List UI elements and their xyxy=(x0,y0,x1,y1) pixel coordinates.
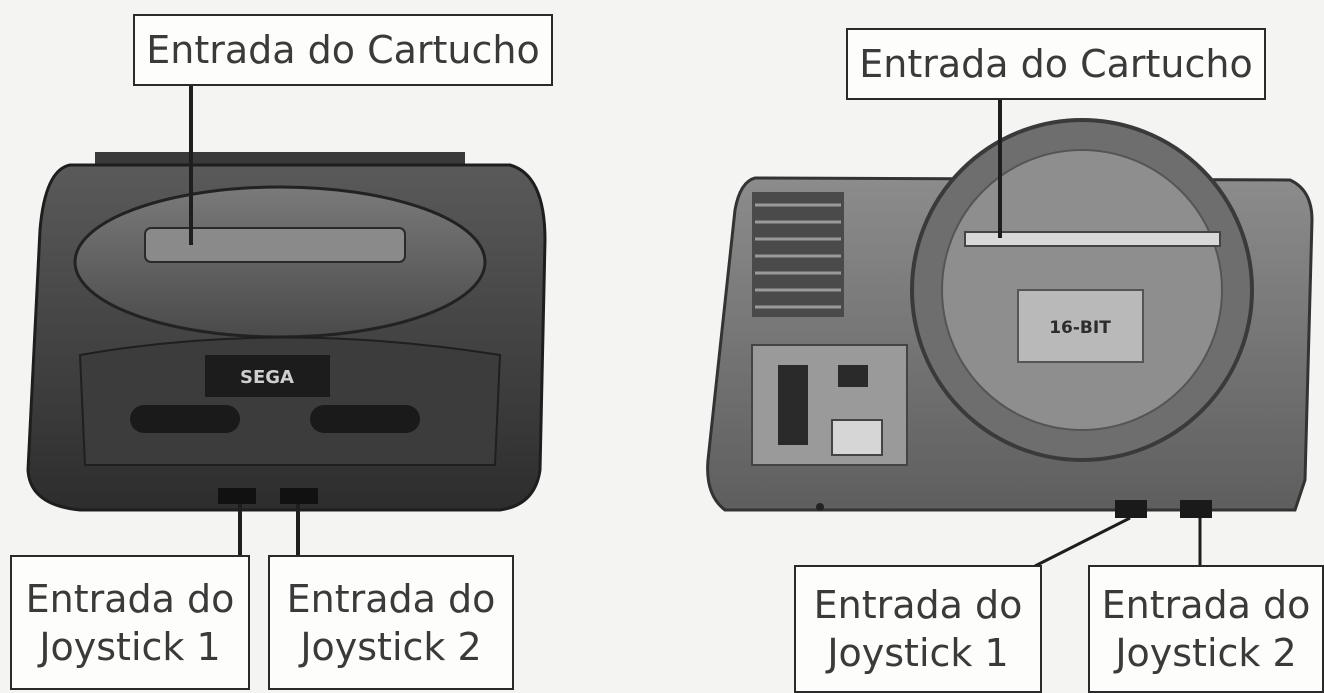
left-cartridge-label-text: Entrada do Cartucho xyxy=(146,28,540,72)
left-sega-logo: SEGA xyxy=(240,367,294,388)
right-console: 16-BIT xyxy=(706,100,1314,568)
left-console-front-panel xyxy=(78,336,502,466)
left-joystick1-line1: Entrada do xyxy=(25,576,235,621)
left-joystick2-line2: Joystick 2 xyxy=(300,624,482,669)
right-joystick2-line1: Entrada do xyxy=(1101,583,1311,627)
left-cartridge-label: Entrada do Cartucho xyxy=(133,14,553,86)
right-joystick1-line1: Entrada do xyxy=(813,583,1023,627)
left-joystick2-line1: Entrada do xyxy=(286,576,496,621)
right-cartridge-label: Entrada do Cartucho xyxy=(846,28,1266,100)
right-port-2 xyxy=(1180,500,1212,518)
right-power-switch xyxy=(778,365,808,445)
right-port-1 xyxy=(1115,500,1147,518)
left-joystick2-label: Entrada do Joystick 2 xyxy=(268,555,514,690)
left-port-2 xyxy=(280,488,318,504)
right-volume-slider xyxy=(838,365,868,387)
right-cartridge-label-text: Entrada do Cartucho xyxy=(859,42,1253,86)
right-joystick2-label: Entrada do Joystick 2 xyxy=(1088,565,1324,693)
right-badge-plate xyxy=(1017,289,1144,363)
right-joystick1-label: Entrada do Joystick 1 xyxy=(794,565,1042,693)
right-16bit-badge: 16-BIT xyxy=(1049,318,1111,338)
right-headphone-jack xyxy=(816,503,824,511)
right-joystick1-line2: Joystick 1 xyxy=(827,631,1009,675)
left-port-1 xyxy=(218,488,256,504)
right-cartridge-slot xyxy=(964,231,1221,247)
left-cartridge-slot xyxy=(144,227,406,263)
left-logo-plate xyxy=(205,355,330,397)
right-joystick2-line2: Joystick 2 xyxy=(1115,631,1297,675)
right-vent-grille xyxy=(752,192,844,317)
right-joy1-leader xyxy=(1034,516,1131,568)
left-power-button xyxy=(130,405,240,433)
left-console: SEGA xyxy=(26,86,547,555)
left-joystick1-line2: Joystick 1 xyxy=(39,624,221,669)
right-control-panel xyxy=(751,344,908,466)
left-reset-button xyxy=(310,405,420,433)
right-reset-button xyxy=(831,419,883,456)
left-joystick1-label: Entrada do Joystick 1 xyxy=(10,555,250,690)
